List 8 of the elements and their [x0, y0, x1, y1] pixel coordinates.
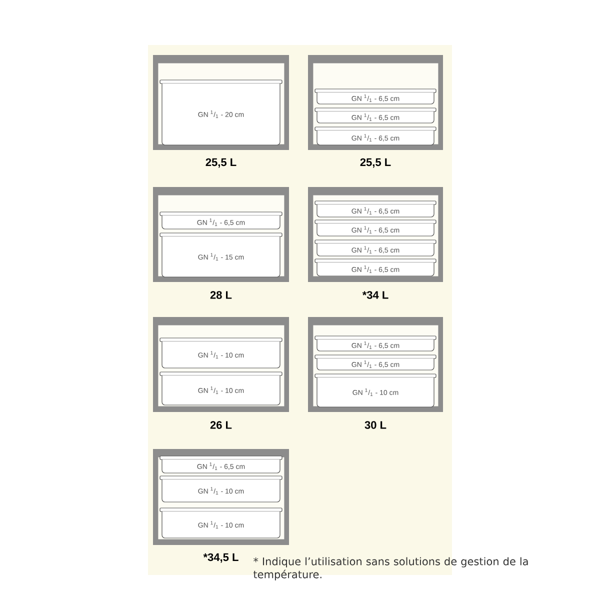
footnote: * Indique l’utilisation sans solutions de gestion de la température. — [253, 557, 528, 580]
capacity-label: 25,5 L — [360, 158, 391, 168]
capacity-label: 30 L — [364, 421, 386, 429]
capacity-label: *34,5 L — [203, 553, 238, 563]
capacity-label: 25,5 L — [206, 158, 236, 168]
capacity-label: 26 L — [210, 421, 232, 429]
capacity-label: 28 L — [210, 291, 232, 299]
capacity-label: *34 L — [362, 291, 388, 299]
